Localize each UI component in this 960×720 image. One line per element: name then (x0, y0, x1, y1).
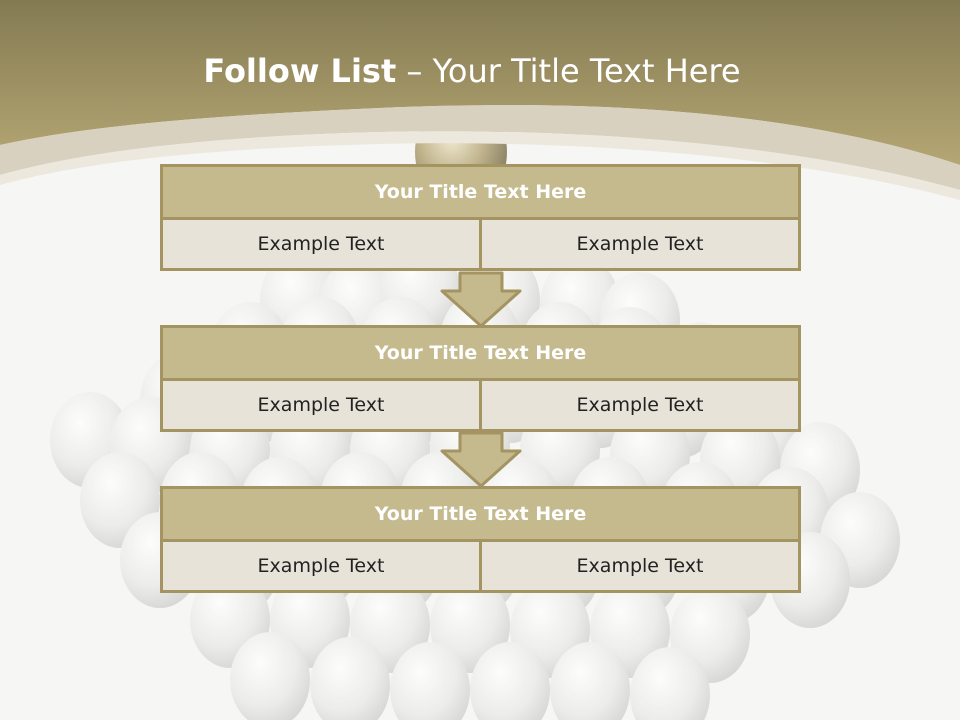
title-rest-part: – Your Title Text Here (406, 52, 741, 90)
egg-shape (630, 647, 710, 720)
egg-shape (230, 632, 310, 720)
egg-shape (390, 642, 470, 720)
block-cell-right: Example Text (479, 220, 798, 268)
block-title: Your Title Text Here (160, 486, 801, 542)
list-block-3: Your Title Text Here Example Text Exampl… (160, 486, 801, 593)
egg-shape (550, 642, 630, 720)
block-row: Example Text Example Text (160, 542, 801, 593)
block-title: Your Title Text Here (160, 325, 801, 381)
list-block-2: Your Title Text Here Example Text Exampl… (160, 325, 801, 432)
block-row: Example Text Example Text (160, 220, 801, 271)
title-bold-part: Follow List (203, 52, 397, 90)
page-title: Follow List – Your Title Text Here (0, 52, 944, 90)
block-cell-left: Example Text (257, 555, 385, 577)
block-title: Your Title Text Here (160, 164, 801, 220)
egg-shape (310, 637, 390, 720)
block-cell-right: Example Text (479, 381, 798, 429)
egg-shape (470, 642, 550, 720)
down-arrow-icon (440, 271, 522, 328)
block-row: Example Text Example Text (160, 381, 801, 432)
block-cell-right: Example Text (479, 542, 798, 590)
block-cell-left: Example Text (257, 233, 385, 255)
down-arrow-icon (440, 431, 522, 488)
block-cell-left: Example Text (257, 394, 385, 416)
list-block-1: Your Title Text Here Example Text Exampl… (160, 164, 801, 271)
